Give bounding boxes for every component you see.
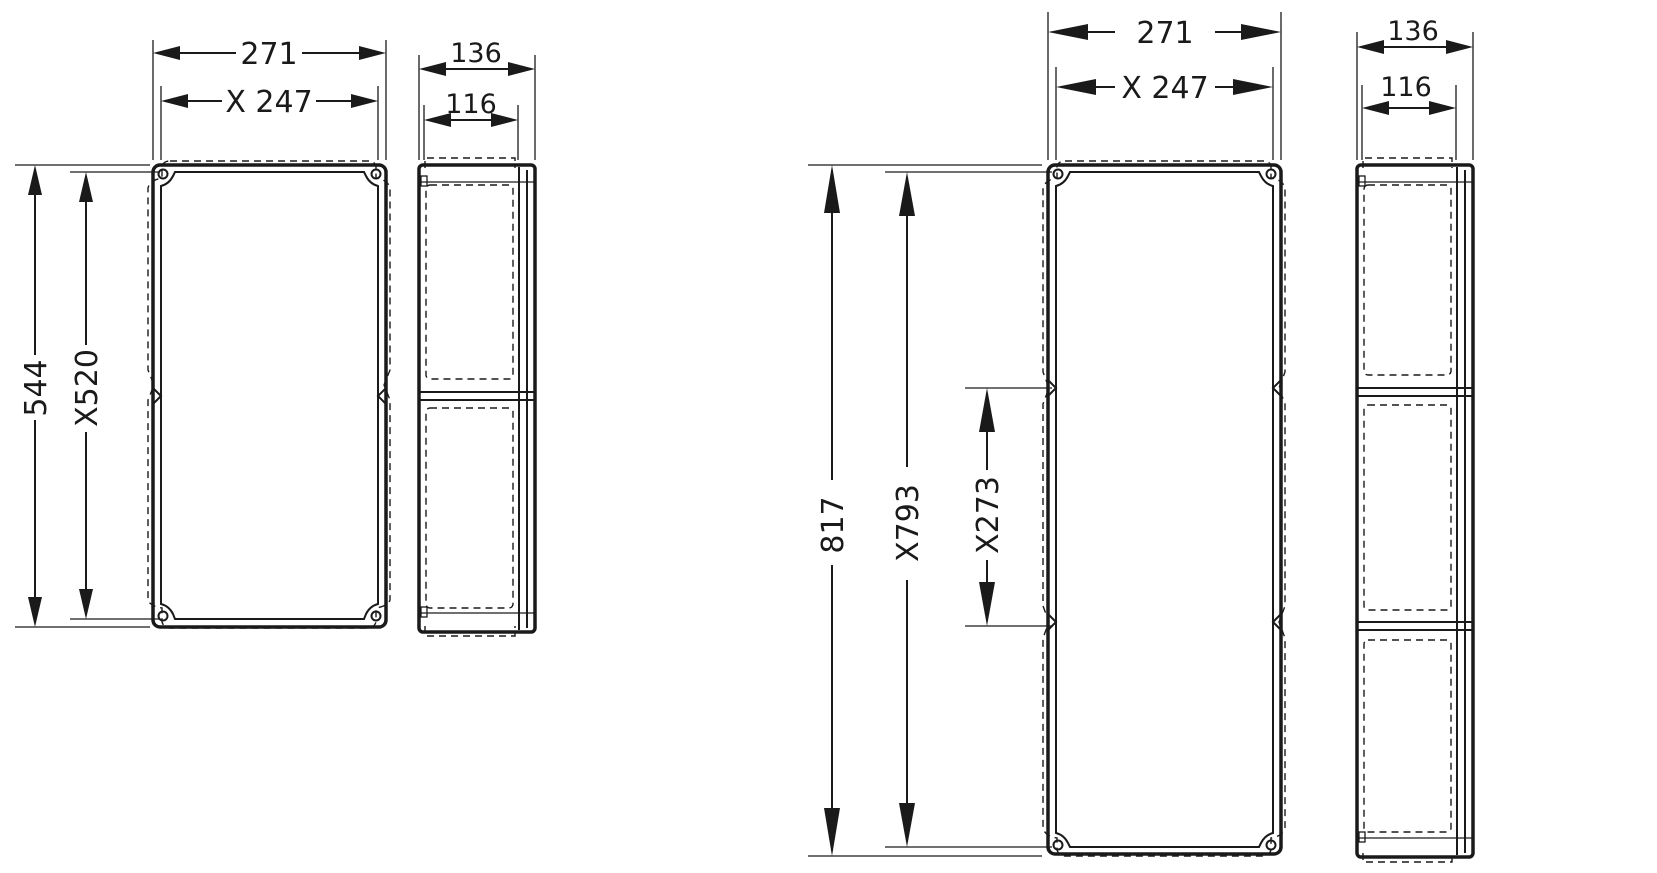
dimension-label: X793	[891, 484, 926, 562]
dimension-label: 116	[445, 89, 497, 120]
left-side-lower-module	[425, 407, 514, 609]
latch-icon	[1271, 379, 1282, 397]
dimension-label: 271	[240, 37, 297, 72]
latch-icon	[376, 387, 387, 405]
latch-icon	[152, 387, 163, 405]
dimension-outer-depth: 136	[1357, 16, 1473, 54]
screw-icon	[157, 610, 169, 622]
dimension-label: X 247	[1121, 71, 1208, 106]
dimension-outer-height: 544	[19, 165, 54, 627]
right-front-body-inner	[1055, 171, 1274, 848]
screw-icon	[1052, 168, 1064, 180]
dimension-module-height: X273	[971, 388, 1006, 626]
dimension-outer-width: 271	[153, 37, 386, 72]
left-side-lid-outline	[424, 157, 516, 637]
dimension-label: 817	[816, 496, 851, 553]
right-front-extension-lines	[808, 12, 1282, 857]
latch-icon	[1047, 613, 1058, 631]
left-side-body-outer	[417, 163, 537, 634]
dimension-inner-height: X793	[891, 172, 926, 847]
screw-icon	[157, 168, 169, 180]
dimension-inner-height: X520	[70, 172, 105, 619]
dimension-label: X 247	[225, 85, 312, 120]
screw-icon	[370, 610, 382, 622]
dimension-label: 544	[19, 359, 54, 416]
left-front-body-outer	[151, 163, 388, 629]
right-side-upper-module	[1363, 184, 1452, 376]
dimension-outer-width: 271	[1048, 16, 1281, 51]
left-side-upper-module	[425, 184, 514, 380]
left-side-extension-lines	[418, 55, 536, 160]
dimension-label: 136	[1387, 16, 1439, 47]
dimension-label: 116	[1380, 72, 1432, 103]
right-side-lower-module	[1363, 639, 1452, 833]
dimension-outer-height: 817	[816, 165, 851, 856]
dimension-inner-depth: 116	[424, 89, 518, 127]
dimension-label: X520	[70, 349, 105, 427]
right-side-middle-module	[1363, 404, 1452, 611]
dimension-inner-width: X 247	[1056, 71, 1273, 106]
right-front-body-outer	[1046, 163, 1283, 856]
screw-icon	[1265, 839, 1277, 851]
dimension-inner-width: X 247	[161, 85, 378, 120]
right-front-view	[1042, 160, 1286, 857]
right-front-lid-outline	[1042, 160, 1286, 857]
screw-icon	[370, 168, 382, 180]
screw-icon	[1052, 839, 1064, 851]
dimension-label: 271	[1136, 16, 1193, 51]
left-front-body-inner	[160, 171, 379, 620]
left-front-lid-outline	[147, 160, 391, 629]
dimension-outer-depth: 136	[419, 38, 535, 76]
right-side-body-outer	[1355, 163, 1475, 859]
right-side-view	[1355, 157, 1475, 863]
left-side-view	[417, 157, 537, 637]
dimension-label: X273	[971, 476, 1006, 554]
left-front-view	[147, 160, 391, 629]
dimension-label: 136	[450, 38, 502, 69]
right-side-extension-lines	[1356, 32, 1474, 160]
right-side-lid-outline	[1362, 157, 1453, 863]
screw-icon	[1265, 168, 1277, 180]
left-front-extension-lines	[15, 40, 387, 628]
dimension-inner-depth: 116	[1362, 72, 1456, 115]
latch-icon	[1271, 613, 1282, 631]
latch-icon	[1047, 379, 1058, 397]
